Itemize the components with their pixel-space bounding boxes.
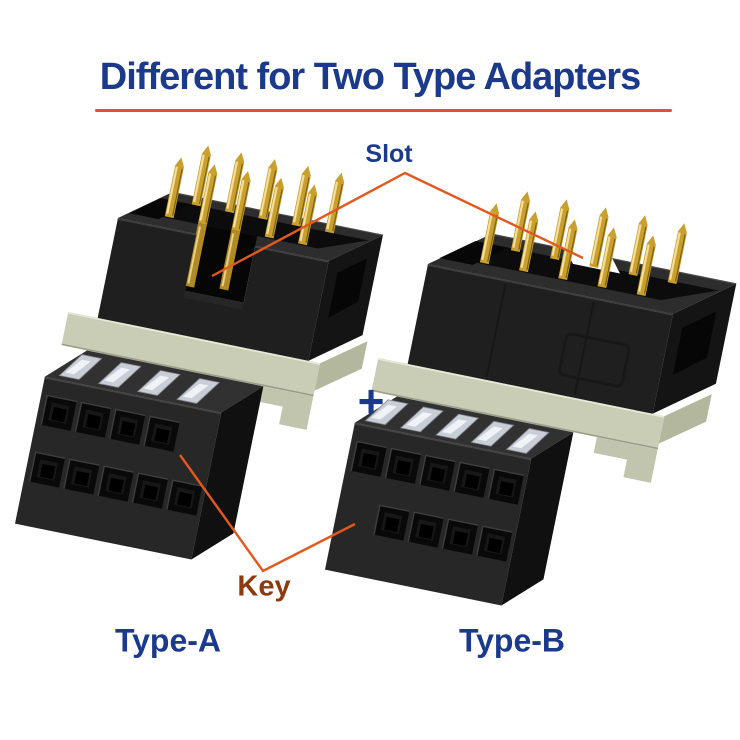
title-underline — [95, 109, 672, 112]
socket-edge-highlight — [44, 376, 222, 415]
pcb-top-highlight — [67, 312, 321, 365]
socket-hole — [419, 454, 456, 492]
socket-hole — [487, 468, 525, 506]
pcb-top-highlight — [377, 358, 665, 418]
socket-hole — [109, 408, 146, 446]
pcb-right-end — [658, 394, 712, 444]
header-side-opening — [328, 258, 367, 318]
pcb-step-tab — [593, 437, 658, 483]
gold-pin — [323, 170, 348, 235]
key-blank-position — [178, 423, 214, 459]
socket-hole — [350, 440, 388, 478]
socket-hole — [384, 447, 422, 485]
socket-hole — [476, 525, 513, 563]
pin-highlight — [187, 226, 201, 284]
socket-hole — [131, 472, 169, 510]
type-a-adapter-photo — [15, 143, 384, 560]
type-b-label: Type-B — [458, 622, 566, 659]
socket-hole — [28, 451, 66, 489]
header-rim-highlight — [427, 264, 673, 316]
pcb-bottom-shade — [61, 343, 314, 397]
pcb-right-end — [314, 341, 368, 391]
socket-hole — [166, 479, 203, 517]
socket-hole — [441, 518, 479, 556]
socket-hole — [97, 465, 135, 503]
header-front-wall-with-slot — [97, 218, 329, 361]
socket-hole — [373, 504, 411, 542]
socket-hole — [40, 394, 78, 432]
header-cavity — [134, 203, 369, 249]
socket-hole — [74, 401, 112, 439]
molded-logo-recess — [558, 332, 631, 388]
header-cavity — [444, 246, 719, 301]
socket-hole — [143, 415, 181, 453]
key-callout-line — [179, 454, 356, 573]
socket-hole — [63, 458, 101, 496]
slot-label: Slot — [365, 140, 413, 168]
key-label: Key — [237, 570, 291, 603]
type-a-label: Type-A — [114, 622, 222, 659]
plus-sign: + — [357, 375, 385, 427]
mold-seam — [485, 283, 507, 378]
page-title: Different for Two Type Adapters — [99, 56, 641, 98]
header-rim-highlight — [117, 218, 329, 263]
socket-right-face — [501, 432, 574, 606]
slot-callout-line — [211, 171, 584, 278]
pcb-step-tab — [249, 384, 314, 430]
pcb-edge — [371, 357, 665, 450]
slot-notch-ledge — [183, 290, 244, 310]
header-side-opening — [672, 311, 717, 376]
pcb-edge — [61, 311, 321, 397]
socket-edge-highlight — [354, 422, 532, 461]
socket-hole — [453, 461, 491, 499]
type-b-adapter-photo — [325, 189, 737, 606]
pin-highlight — [221, 233, 235, 287]
socket-hole — [407, 511, 445, 549]
socket-right-face — [191, 386, 264, 560]
key-blank-position — [339, 498, 376, 534]
pcb-bottom-shade — [371, 389, 658, 450]
